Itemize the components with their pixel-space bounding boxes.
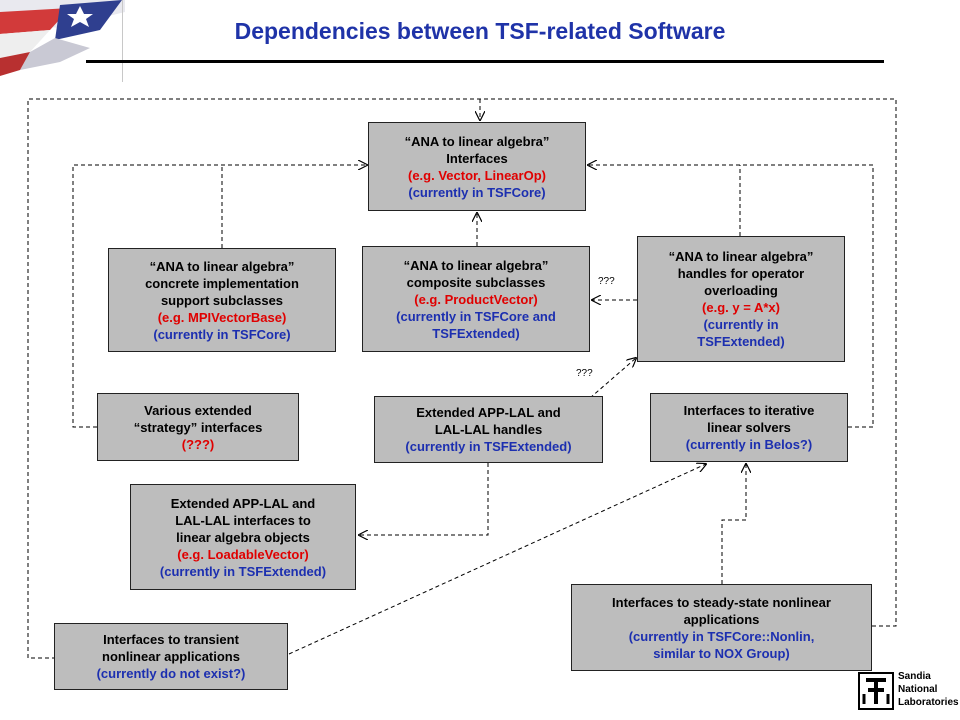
box-line: support subclasses [160,292,284,308]
box-location: (currently in [703,317,779,332]
box-location: (currently in TSFExtended) [159,563,327,579]
iterative-connector [588,165,874,428]
box-steady-state-applications: Interfaces to steady-state nonlinear app… [571,584,872,671]
box-location: (currently in Belos?) [685,437,813,452]
box-line: “ANA to linear algebra” [403,257,549,273]
exthandles-extinterfaces-connector [359,463,489,535]
box-location: similar to NOX Group) [653,645,790,661]
header-vertical-rule [122,0,123,82]
exthandles-handles-connector [589,358,636,399]
box-line: “strategy” interfaces [133,419,263,435]
box-line: “ANA to linear algebra” [668,249,814,264]
logo-line: Laboratories [898,697,959,708]
thunderbird-icon [858,672,894,710]
uncertain-marker: ??? [576,368,593,379]
box-line: LAL-LAL interfaces to [175,512,311,528]
box-line: “ANA to linear algebra” [149,258,295,274]
box-ana-interfaces: “ANA to linear algebra” Interfaces (e.g.… [368,122,586,211]
transient-iterative-connector [288,464,706,655]
box-example: (e.g. LoadableVector) [177,546,309,562]
box-location: (currently in TSFCore and [396,308,556,324]
box-location: (currently in TSFExtended) [405,439,572,454]
box-line: Various extended [144,402,252,418]
box-line: composite subclasses [406,274,546,290]
box-operator-handles: “ANA to linear algebra” handles for oper… [637,236,845,362]
box-iterative-solvers: Interfaces to iterative linear solvers (… [650,393,848,462]
box-extended-handles: Extended APP-LAL and LAL-LAL handles (cu… [374,396,603,463]
box-location: (currently do not exist?) [96,666,246,681]
box-line: linear algebra objects [176,529,310,545]
title-underline [86,60,884,63]
logo-line: Sandia [898,671,931,682]
box-location: TSFExtended) [432,325,520,341]
box-line: applications [683,611,760,627]
box-location: TSFExtended) [697,334,785,349]
uncertain-marker: ??? [598,276,615,287]
box-extended-interfaces: Extended APP-LAL and LAL-LAL interfaces … [130,484,356,590]
strategy-connector [72,165,367,428]
box-line: linear solvers [707,420,791,435]
box-example: (???) [181,436,215,452]
box-concrete-subclasses: “ANA to linear algebra” concrete impleme… [108,248,336,352]
box-line: Interfaces [446,150,508,166]
box-line: Interfaces to steady-state nonlinear [612,594,831,610]
steady-iterative-connector [721,464,746,584]
box-composite-subclasses: “ANA to linear algebra” composite subcla… [362,246,590,352]
box-strategy-interfaces: Various extended “strategy” interfaces (… [97,393,299,461]
box-example: (e.g. y = A*x) [702,300,780,315]
sandia-logo: Sandia National Laboratories [858,670,959,714]
box-location: (currently in TSFCore) [408,184,546,200]
box-location: (currently in TSFCore) [153,326,291,342]
box-line: “ANA to linear algebra” [404,133,550,149]
logo-line: National [898,684,938,695]
box-transient-applications: Interfaces to transient nonlinear applic… [54,623,288,690]
box-line: Interfaces to transient [103,632,239,647]
sandia-logo-text: Sandia National Laboratories [898,670,959,709]
box-line: overloading [704,283,778,298]
box-line: Extended APP-LAL and [170,495,316,511]
page-title: Dependencies between TSF-related Softwar… [234,18,726,44]
box-line: Interfaces to iterative [683,403,815,418]
box-line: LAL-LAL handles [434,422,543,437]
box-line: Extended APP-LAL and [416,405,561,420]
box-line: concrete implementation [145,275,299,291]
box-example: (e.g. Vector, LinearOp) [408,167,546,183]
box-line: handles for operator [677,266,805,281]
box-example: (e.g. MPIVectorBase) [157,309,287,325]
box-location: (currently in TSFCore::Nonlin, [628,628,815,644]
outer-left-connector [27,98,897,659]
flag-logo [0,0,125,76]
box-line: nonlinear applications [102,649,240,664]
box-example: (e.g. ProductVector) [414,291,538,307]
